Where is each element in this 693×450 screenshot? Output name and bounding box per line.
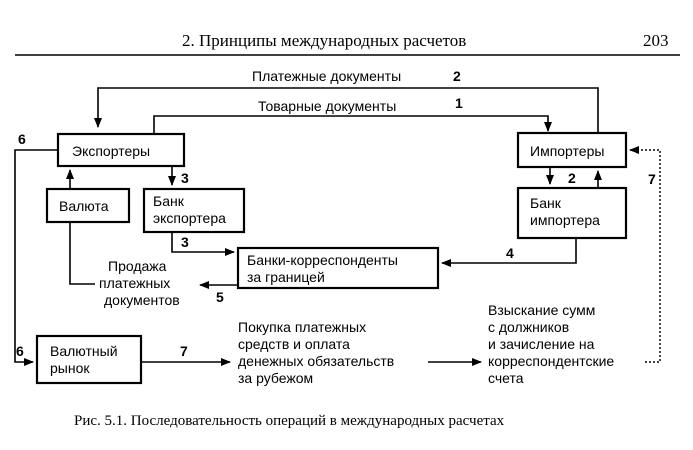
- figure-caption: Рис. 5.1. Последовательность операций в …: [74, 413, 505, 429]
- label-sale-1: Продажа: [108, 258, 167, 274]
- step-7-right: 7: [648, 171, 656, 187]
- arrow-payment-documents: [94, 87, 599, 133]
- page-header-title: 2. Принципы международных расчетов: [182, 31, 466, 50]
- label-recovery-3: и зачисление на: [488, 336, 595, 352]
- arrow-recovery-to-importers: [629, 146, 661, 363]
- importer-bank-box: [516, 186, 628, 240]
- step-7-mid: 7: [180, 343, 188, 359]
- fx-market-label-2: рынок: [50, 360, 90, 376]
- label-recovery-1: Взыскание сумм: [488, 302, 595, 318]
- line-currency-to-sale: [69, 222, 95, 285]
- page-number: 203: [643, 31, 669, 50]
- step-3-b: 3: [181, 234, 189, 250]
- label-payment-documents: Платежные документы: [252, 68, 401, 84]
- correspondent-banks-label-2: за границей: [247, 269, 325, 285]
- currency-box: [45, 187, 131, 224]
- step-6-top: 6: [18, 131, 26, 147]
- step-2-right: 2: [568, 170, 576, 186]
- label-recovery-4: корреспондентские: [488, 353, 614, 369]
- label-purchase-4: за рубежом: [238, 370, 313, 386]
- arrow-exporter-bank-to-correspondents: [171, 232, 235, 256]
- label-sale-2: платежных: [99, 275, 170, 291]
- importers-box: [516, 131, 628, 169]
- label-purchase-1: Покупка платежных: [238, 319, 366, 335]
- step-3-a: 3: [181, 170, 189, 186]
- step-2-top: 2: [453, 68, 461, 84]
- exporter-bank-label-2: экспортера: [153, 210, 226, 226]
- step-6-bottom: 6: [16, 343, 24, 359]
- correspondent-banks-box: [236, 246, 440, 290]
- step-4: 4: [506, 245, 514, 261]
- step-5: 5: [216, 289, 224, 305]
- exporter-bank-label-1: Банк: [153, 193, 185, 209]
- label-purchase-2: средств и оплата: [238, 336, 350, 352]
- fx-market-box: [35, 334, 143, 385]
- arrow-exporters-to-fx-market: [14, 149, 58, 366]
- arrow-goods-documents: [153, 115, 552, 134]
- importer-bank-label-1: Банк: [530, 195, 562, 211]
- label-recovery-2: с должников: [488, 319, 569, 335]
- correspondent-banks-label-1: Банки-корреспонденты: [247, 252, 398, 268]
- label-goods-documents: Товарные документы: [258, 98, 396, 114]
- label-purchase-3: денежных обязательств: [238, 353, 394, 369]
- step-1: 1: [455, 95, 463, 111]
- importer-bank-label-2: импортера: [530, 212, 600, 228]
- label-recovery-5: счета: [488, 370, 524, 386]
- label-sale-3: документов: [104, 292, 180, 308]
- currency-label: Валюта: [59, 198, 109, 214]
- importers-label: Импортеры: [530, 143, 604, 159]
- exporters-label: Экспортеры: [72, 143, 150, 159]
- arrow-importer-bank-to-correspondents: [441, 238, 577, 267]
- fx-market-label-1: Валютный: [50, 343, 118, 359]
- exporter-bank-box: [142, 187, 246, 234]
